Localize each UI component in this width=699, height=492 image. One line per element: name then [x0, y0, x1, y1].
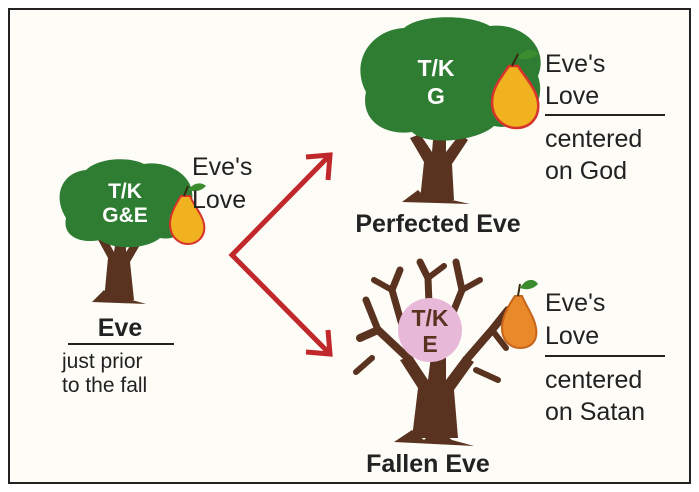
fallen-love-line-1: Eve's — [545, 289, 605, 317]
perfected-centered-line-2: on God — [545, 157, 627, 185]
eve-tree-icon: T/K G&E — [59, 159, 194, 304]
eve-tree-canopy — [59, 159, 194, 248]
eve-caption-line-1: just prior — [61, 350, 143, 373]
branch-arrow-icon — [228, 152, 333, 357]
perfected-love-line-2: Love — [545, 82, 599, 110]
eve-love-line-2: Love — [192, 186, 246, 214]
eve-caption-line-2: to the fall — [62, 374, 147, 397]
perfected-tree-roots — [402, 188, 470, 204]
fallen-centered-line-1: centered — [545, 366, 642, 394]
fallen-love-line-2: Love — [545, 322, 599, 350]
perfected-tree-label-2: G — [427, 83, 445, 109]
perfected-tree-trunk — [410, 128, 468, 200]
eve-tree-roots — [92, 288, 146, 304]
fallen-tree-label-2: E — [422, 331, 437, 357]
fallen-circle — [398, 298, 462, 362]
eve-tree-label-1: T/K — [108, 180, 142, 203]
fallen-centered-line-2: on Satan — [545, 398, 645, 426]
fallen-bare-tree-icon — [353, 258, 512, 446]
perfected-centered-line-1: centered — [545, 125, 642, 153]
fallen-pear-icon — [500, 279, 538, 350]
eve-tree-label-2: G&E — [102, 204, 148, 227]
eve-love-line-1: Eve's — [192, 153, 252, 181]
fallen-tree-label-1: T/K — [411, 305, 448, 331]
eve-title: Eve — [98, 314, 143, 342]
perfected-title: Perfected Eve — [355, 210, 520, 238]
perfected-love-line-1: Eve's — [545, 50, 605, 78]
perfected-pear-icon — [490, 49, 540, 130]
perfected-tree-label-1: T/K — [417, 55, 454, 81]
eve-pear-icon — [168, 183, 206, 246]
fallen-title: Fallen Eve — [366, 450, 490, 478]
